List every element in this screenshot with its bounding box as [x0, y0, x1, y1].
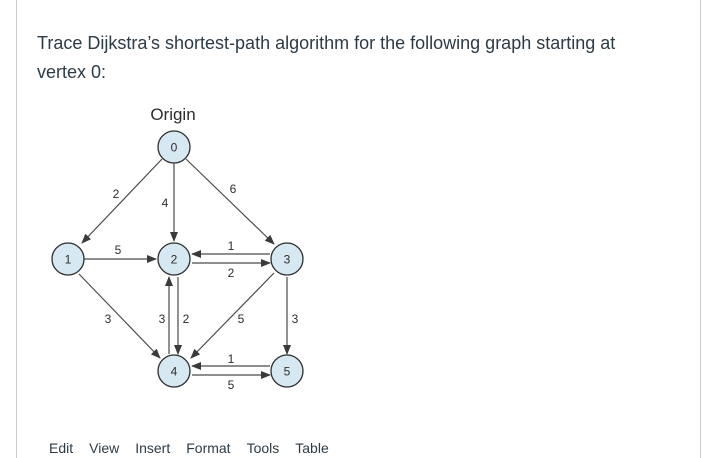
- menu-insert[interactable]: Insert: [135, 440, 171, 456]
- menu-table[interactable]: Table: [295, 440, 329, 456]
- menu-edit[interactable]: Edit: [49, 440, 74, 456]
- menu-format[interactable]: Format: [186, 440, 231, 456]
- editor-menubar: Edit View Insert Format Tools Table: [49, 438, 345, 458]
- question-text: Trace Dijkstra’s shortest-path algorithm…: [37, 33, 616, 82]
- menu-tools[interactable]: Tools: [246, 440, 280, 456]
- menu-view[interactable]: View: [89, 440, 120, 456]
